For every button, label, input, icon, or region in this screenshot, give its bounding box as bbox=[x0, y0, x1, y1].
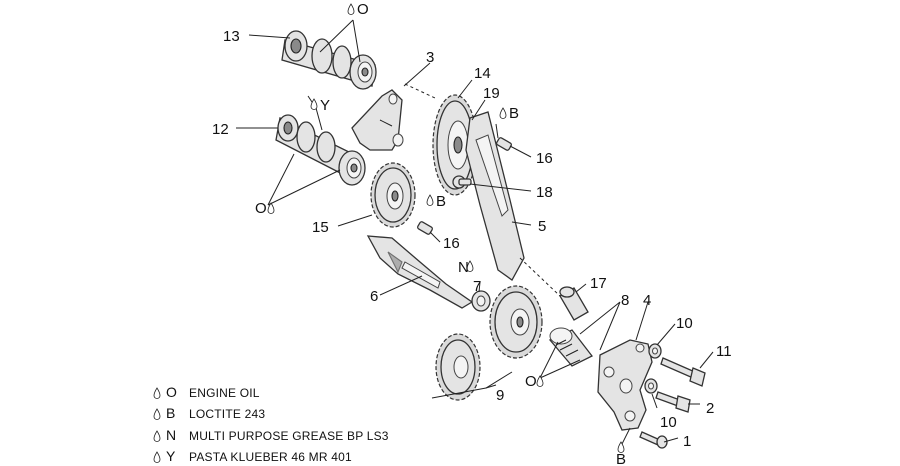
callout-1: 1 bbox=[683, 433, 691, 450]
marker-16-lower-b: B bbox=[436, 193, 446, 210]
oil-drop-icon bbox=[499, 107, 507, 119]
marker-7-n: N bbox=[458, 259, 469, 276]
legend: O ENGINE OIL B LOCTITE 243 N MULTI PURPO… bbox=[153, 384, 389, 464]
callout-17: 17 bbox=[590, 275, 607, 292]
marker-8-oil: O bbox=[525, 373, 537, 390]
lubricant-markers: O Y O B B N O B bbox=[255, 1, 626, 466]
callout-13: 13 bbox=[223, 28, 240, 45]
oil-drop-icon bbox=[153, 430, 161, 442]
legend-item-engine-oil: O ENGINE OIL bbox=[153, 384, 260, 400]
oil-drop-icon bbox=[310, 98, 318, 110]
chain-guide-6 bbox=[366, 235, 474, 309]
legend-item-klueber: Y PASTA KLUEBER 46 MR 401 bbox=[153, 448, 352, 464]
callout-5: 5 bbox=[538, 218, 546, 235]
callout-12: 12 bbox=[212, 121, 229, 138]
screw-16-upper bbox=[496, 137, 512, 151]
callout-10-upper: 10 bbox=[676, 315, 693, 332]
washer-10-upper bbox=[648, 343, 662, 359]
bolt-1 bbox=[639, 431, 668, 449]
callout-9: 9 bbox=[496, 387, 504, 404]
leader-lines bbox=[236, 19, 714, 449]
screw-18 bbox=[452, 175, 472, 189]
sprocket-15 bbox=[370, 162, 416, 228]
gear-9-small bbox=[435, 333, 481, 401]
washer-7 bbox=[471, 290, 491, 312]
camshaft-13 bbox=[281, 30, 377, 90]
oil-drop-icon bbox=[153, 451, 161, 463]
svg-text:O: O bbox=[166, 384, 177, 400]
bolt-11 bbox=[660, 357, 706, 387]
sprocket-14 bbox=[432, 94, 478, 196]
marker-12-oil: O bbox=[255, 200, 267, 217]
callout-19: 19 bbox=[483, 85, 500, 102]
callout-11: 11 bbox=[716, 343, 732, 360]
marker-1-b: B bbox=[616, 451, 626, 466]
callout-10-lower: 10 bbox=[660, 414, 677, 431]
svg-text:PASTA KLUEBER 46 MR 401: PASTA KLUEBER 46 MR 401 bbox=[189, 450, 352, 464]
callout-16-upper: 16 bbox=[536, 150, 553, 167]
callout-3: 3 bbox=[426, 49, 434, 66]
oil-drop-icon bbox=[347, 3, 355, 15]
camshaft-12 bbox=[275, 114, 366, 186]
callout-18: 18 bbox=[536, 184, 553, 201]
svg-text:LOCTITE 243: LOCTITE 243 bbox=[189, 407, 265, 421]
svg-text:MULTI PURPOSE GREASE BP LS3: MULTI PURPOSE GREASE BP LS3 bbox=[189, 429, 389, 443]
marker-16-upper-b: B bbox=[509, 105, 519, 122]
bushing-17 bbox=[559, 286, 589, 321]
bracket-4 bbox=[597, 339, 653, 431]
svg-text:B: B bbox=[166, 405, 175, 421]
legend-item-loctite: B LOCTITE 243 bbox=[153, 405, 265, 421]
washer-10-lower bbox=[644, 378, 658, 394]
svg-text:Y: Y bbox=[166, 448, 176, 464]
oil-drop-icon bbox=[153, 387, 161, 399]
chain-guide-5 bbox=[465, 111, 525, 281]
oil-drop-icon bbox=[153, 408, 161, 420]
marker-y: Y bbox=[320, 97, 330, 114]
callout-16-lower: 16 bbox=[443, 235, 460, 252]
svg-text:N: N bbox=[166, 427, 176, 443]
callout-4: 4 bbox=[643, 292, 651, 309]
callout-8: 8 bbox=[621, 292, 629, 309]
legend-item-grease: N MULTI PURPOSE GREASE BP LS3 bbox=[153, 427, 389, 443]
gear-9-large bbox=[489, 285, 543, 359]
callout-7: 7 bbox=[473, 278, 481, 295]
oil-drop-icon bbox=[426, 194, 434, 206]
callout-6: 6 bbox=[370, 288, 378, 305]
callout-14: 14 bbox=[474, 65, 491, 82]
callout-numbers: 13 12 3 14 19 16 18 5 15 16 6 7 17 8 4 1… bbox=[212, 28, 732, 450]
bracket-3 bbox=[351, 89, 404, 151]
screw-16-lower bbox=[417, 221, 433, 235]
svg-text:ENGINE OIL: ENGINE OIL bbox=[189, 386, 260, 400]
roller-bearing-8 bbox=[548, 327, 593, 367]
bolt-2 bbox=[655, 391, 691, 413]
marker-13-oil: O bbox=[357, 1, 369, 18]
callout-15: 15 bbox=[312, 219, 329, 236]
callout-2: 2 bbox=[706, 400, 714, 417]
